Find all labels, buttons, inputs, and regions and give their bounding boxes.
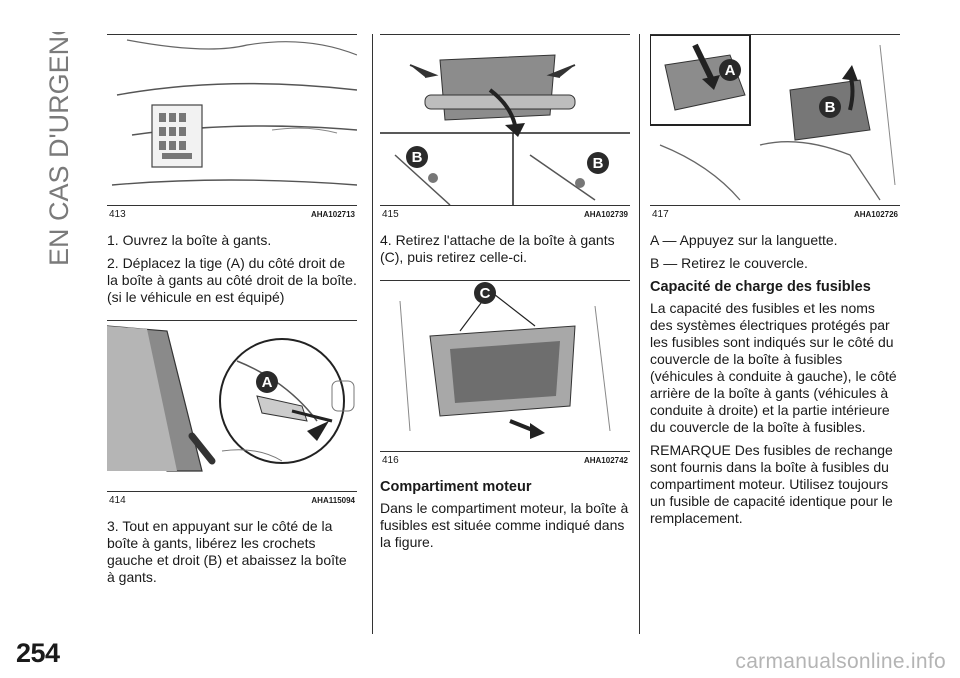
figure-code: AHA102713 [310, 210, 355, 219]
step-1: 1. Ouvrez la boîte à gants. [107, 232, 272, 248]
figure-number: 414 [109, 495, 126, 506]
figure-413-caption: 413 AHA102713 [107, 206, 357, 224]
column-divider [372, 34, 373, 634]
page-number: 254 [16, 638, 60, 668]
heading-capacite: Capacité de charge des fusibles [650, 279, 871, 295]
callout-a: A [262, 374, 273, 391]
column-divider [639, 34, 640, 634]
figure-number: 413 [109, 209, 126, 220]
figure-code: AHA102739 [583, 210, 628, 219]
section-title: EN CAS D'URGENCE [30, 32, 80, 268]
middle-column: B B 415 AHA102739 4. Retirez l'attache d… [380, 34, 630, 557]
heading-compartiment-moteur: Compartiment moteur [380, 479, 532, 495]
figure-413 [107, 34, 357, 206]
figure-code: AHA102726 [853, 210, 898, 219]
callout-c: C [480, 285, 491, 302]
figure-number: 415 [382, 209, 399, 220]
callout-b-left: B [412, 149, 423, 166]
figure-number: 416 [382, 455, 399, 466]
right-column: A B 417 AHA102726 A — Appuyez sur la lan… [650, 34, 900, 533]
step-3: 3. Tout en appuyant sur le côté de la bo… [107, 518, 347, 585]
figure-416-illustration: C [399, 282, 611, 439]
figure-code: AHA115094 [311, 496, 355, 505]
step-4: 4. Retirez l'attache de la boîte à gants… [380, 232, 615, 265]
watermark-text: carmanualsonline.info [735, 650, 946, 673]
callout-b: B [825, 99, 836, 116]
line-a: A — Appuyez sur la languette. [650, 232, 838, 248]
callout-a: A [725, 62, 736, 79]
figure-414-illustration: A [107, 325, 355, 472]
figure-417-caption: 417 AHA102726 [650, 206, 900, 224]
figure-414: A [107, 320, 357, 492]
body-compartiment-moteur: Dans le compartiment moteur, la boîte à … [380, 500, 629, 550]
figure-414-caption: 414 AHA115094 [107, 492, 357, 510]
callout-b-right: B [593, 155, 604, 172]
figure-415: B B [380, 34, 630, 206]
left-column: 413 AHA102713 1. Ouvrez la boîte à gants… [107, 34, 357, 592]
figure-417: A B [650, 34, 900, 206]
figure-416: C [380, 280, 630, 452]
figure-416-caption: 416 AHA102742 [380, 452, 630, 470]
figure-413-illustration [111, 39, 357, 186]
figure-415-illustration: B B [380, 54, 630, 205]
figure-417-illustration: A B [650, 35, 896, 201]
figure-415-caption: 415 AHA102739 [380, 206, 630, 224]
section-title-text: EN CAS D'URGENCE [44, 32, 74, 266]
figure-code: AHA102742 [583, 456, 628, 465]
body-capacite: La capacité des fusibles et les noms des… [650, 300, 897, 435]
step-2: 2. Déplacez la tige (A) du côté droit de… [107, 255, 357, 305]
figure-number: 417 [652, 209, 669, 220]
line-b: B — Retirez le couvercle. [650, 255, 808, 271]
note-remarque: REMARQUE Des fusibles de rechange sont f… [650, 442, 893, 526]
